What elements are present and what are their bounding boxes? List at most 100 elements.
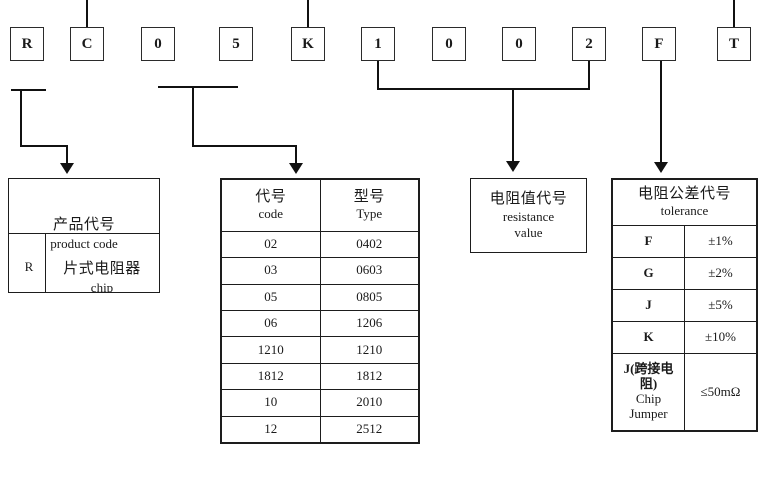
size-code-table-body: 代号 code 型号 Type 02 0402 03 0603: [221, 179, 419, 444]
table-row: 05 0805: [221, 283, 419, 311]
size-code-table: 代号 code 型号 Type 02 0402 03 0603: [220, 178, 420, 444]
part-char-box-9: 2: [572, 27, 606, 61]
size-code-header-type: 型号 Type: [319, 179, 419, 232]
tolerance-cell-code: G: [612, 257, 685, 290]
size-code-cell-type: 1812: [319, 362, 419, 391]
tolerance-table-body: 电阻公差代号 tolerance F ±1% G ±2% J ±5%: [612, 179, 757, 431]
connector-resistance-left-riser: [377, 61, 379, 90]
product-code-panel: 产品代号 product code R 片式电阻器 chip: [8, 178, 160, 293]
size-code-header-code-en: code: [258, 205, 284, 221]
product-code-desc-cn: 片式电阻器: [63, 261, 141, 277]
size-code-cell-type: 0402: [319, 230, 419, 259]
size-code-table-grid: 代号 code 型号 Type 02 0402 03 0603: [221, 179, 419, 444]
connector-resistance-span-bar: [377, 88, 590, 90]
tolerance-cell-code: K: [612, 321, 685, 354]
tolerance-cell-value: ±2%: [684, 257, 757, 290]
product-code-desc-en: chip: [90, 280, 114, 293]
size-code-cell-type: 0805: [319, 283, 419, 311]
top-stub-line-c: [86, 0, 88, 27]
size-code-cell-code: 05: [221, 283, 321, 311]
top-stub-line-k: [307, 0, 309, 27]
part-char-box-8: 0: [502, 27, 536, 61]
product-code-grid: [9, 179, 159, 292]
size-code-cell-code: 02: [221, 230, 321, 259]
tolerance-table: 电阻公差代号 tolerance F ±1% G ±2% J ±5%: [611, 178, 758, 432]
connector-product-code-drop: [66, 145, 68, 164]
tolerance-cell-value: ±1%: [684, 225, 757, 258]
table-row: 03 0603: [221, 257, 419, 285]
product-code-col-divider: [45, 233, 46, 292]
tolerance-header-row: 电阻公差代号 tolerance: [612, 179, 757, 226]
connector-size-code-horizontal: [192, 145, 297, 147]
connector-tolerance-arrow: [654, 162, 668, 173]
size-code-cell-code: 03: [221, 257, 321, 285]
tolerance-cell-value: ±5%: [684, 289, 757, 322]
top-stub-line-t: [733, 0, 735, 27]
size-code-header-row: 代号 code 型号 Type: [221, 179, 419, 232]
part-char-box-4: 5: [219, 27, 253, 61]
size-code-cell-type: 2010: [319, 389, 419, 417]
size-code-cell-type: 2512: [319, 415, 419, 444]
part-char-box-3: 0: [141, 27, 175, 61]
tolerance-jumper-code-cn: J(跨接电阻): [623, 361, 674, 392]
size-code-cell-code: 12: [221, 415, 321, 444]
connector-product-code-top-bar: [11, 89, 46, 91]
resistance-value-title-cn: 电阻值代号: [489, 190, 568, 207]
tolerance-table-grid: 电阻公差代号 tolerance F ±1% G ±2% J ±5%: [612, 179, 757, 431]
connector-product-code-horizontal: [20, 145, 68, 147]
connector-tolerance-drop: [660, 61, 662, 164]
size-code-cell-type: 1206: [319, 309, 419, 338]
part-char-box-6: 1: [361, 27, 395, 61]
part-char-box-7: 0: [432, 27, 466, 61]
tolerance-cell-value: ±10%: [684, 321, 757, 354]
tolerance-cell-code: J: [612, 289, 685, 322]
connector-product-code-vertical: [20, 89, 22, 145]
size-code-cell-code: 10: [221, 389, 321, 417]
connector-resistance-arrow: [506, 161, 520, 172]
connector-size-code-drop: [295, 145, 297, 164]
tolerance-jumper-code-en-line1: Chip: [635, 391, 662, 406]
table-row: 10 2010: [221, 389, 419, 417]
tolerance-cell-value-jumper: ≤50mΩ: [684, 353, 757, 431]
connector-size-code-top-bar: [158, 86, 238, 88]
product-code-value: R: [24, 259, 34, 274]
table-row: F ±1%: [612, 225, 757, 258]
resistance-value-panel: 电阻值代号 resistance value: [470, 178, 587, 253]
product-code-row-divider: [9, 233, 159, 234]
tolerance-title-cn: 电阻公差代号: [637, 186, 731, 203]
resistance-value-title-en-line2: value: [514, 224, 543, 240]
table-row: 12 2512: [221, 415, 419, 444]
size-code-cell-code: 1812: [221, 362, 321, 391]
table-row: 1812 1812: [221, 362, 419, 391]
connector-size-code-arrow: [289, 163, 303, 174]
size-code-header-code-cn: 代号: [255, 189, 287, 206]
size-code-header-code: 代号 code: [221, 179, 321, 232]
size-code-cell-type: 0603: [319, 257, 419, 285]
size-code-cell-code: 1210: [221, 336, 321, 364]
table-row: K ±10%: [612, 321, 757, 354]
part-char-box-2: C: [70, 27, 104, 61]
size-code-header-type-en: Type: [356, 205, 383, 221]
size-code-cell-code: 06: [221, 309, 321, 338]
connector-product-code-arrow: [60, 163, 74, 174]
connector-size-code-vertical: [192, 86, 194, 145]
table-row: G ±2%: [612, 257, 757, 290]
tolerance-jumper-code-en-line2: Jumper: [629, 405, 668, 421]
table-row: 1210 1210: [221, 336, 419, 364]
size-code-cell-type: 1210: [319, 336, 419, 364]
connector-resistance-drop: [512, 88, 514, 163]
resistance-value-title-en-line1: resistance: [502, 208, 555, 224]
product-code-title-en: product code: [50, 236, 118, 251]
tolerance-cell-code-jumper: J(跨接电阻) Chip Jumper: [612, 353, 685, 431]
size-code-header-type-cn: 型号: [353, 189, 385, 206]
product-code-title-cn: 产品代号: [52, 217, 115, 233]
tolerance-cell-code: F: [612, 225, 685, 258]
part-char-box-1: R: [10, 27, 44, 61]
tolerance-title-en: tolerance: [660, 202, 709, 218]
part-char-box-11: T: [717, 27, 751, 61]
tolerance-header-cell: 电阻公差代号 tolerance: [612, 179, 757, 226]
table-row: 02 0402: [221, 230, 419, 259]
part-char-box-5: K: [291, 27, 325, 61]
table-row-jumper: J(跨接电阻) Chip Jumper ≤50mΩ: [612, 353, 757, 431]
